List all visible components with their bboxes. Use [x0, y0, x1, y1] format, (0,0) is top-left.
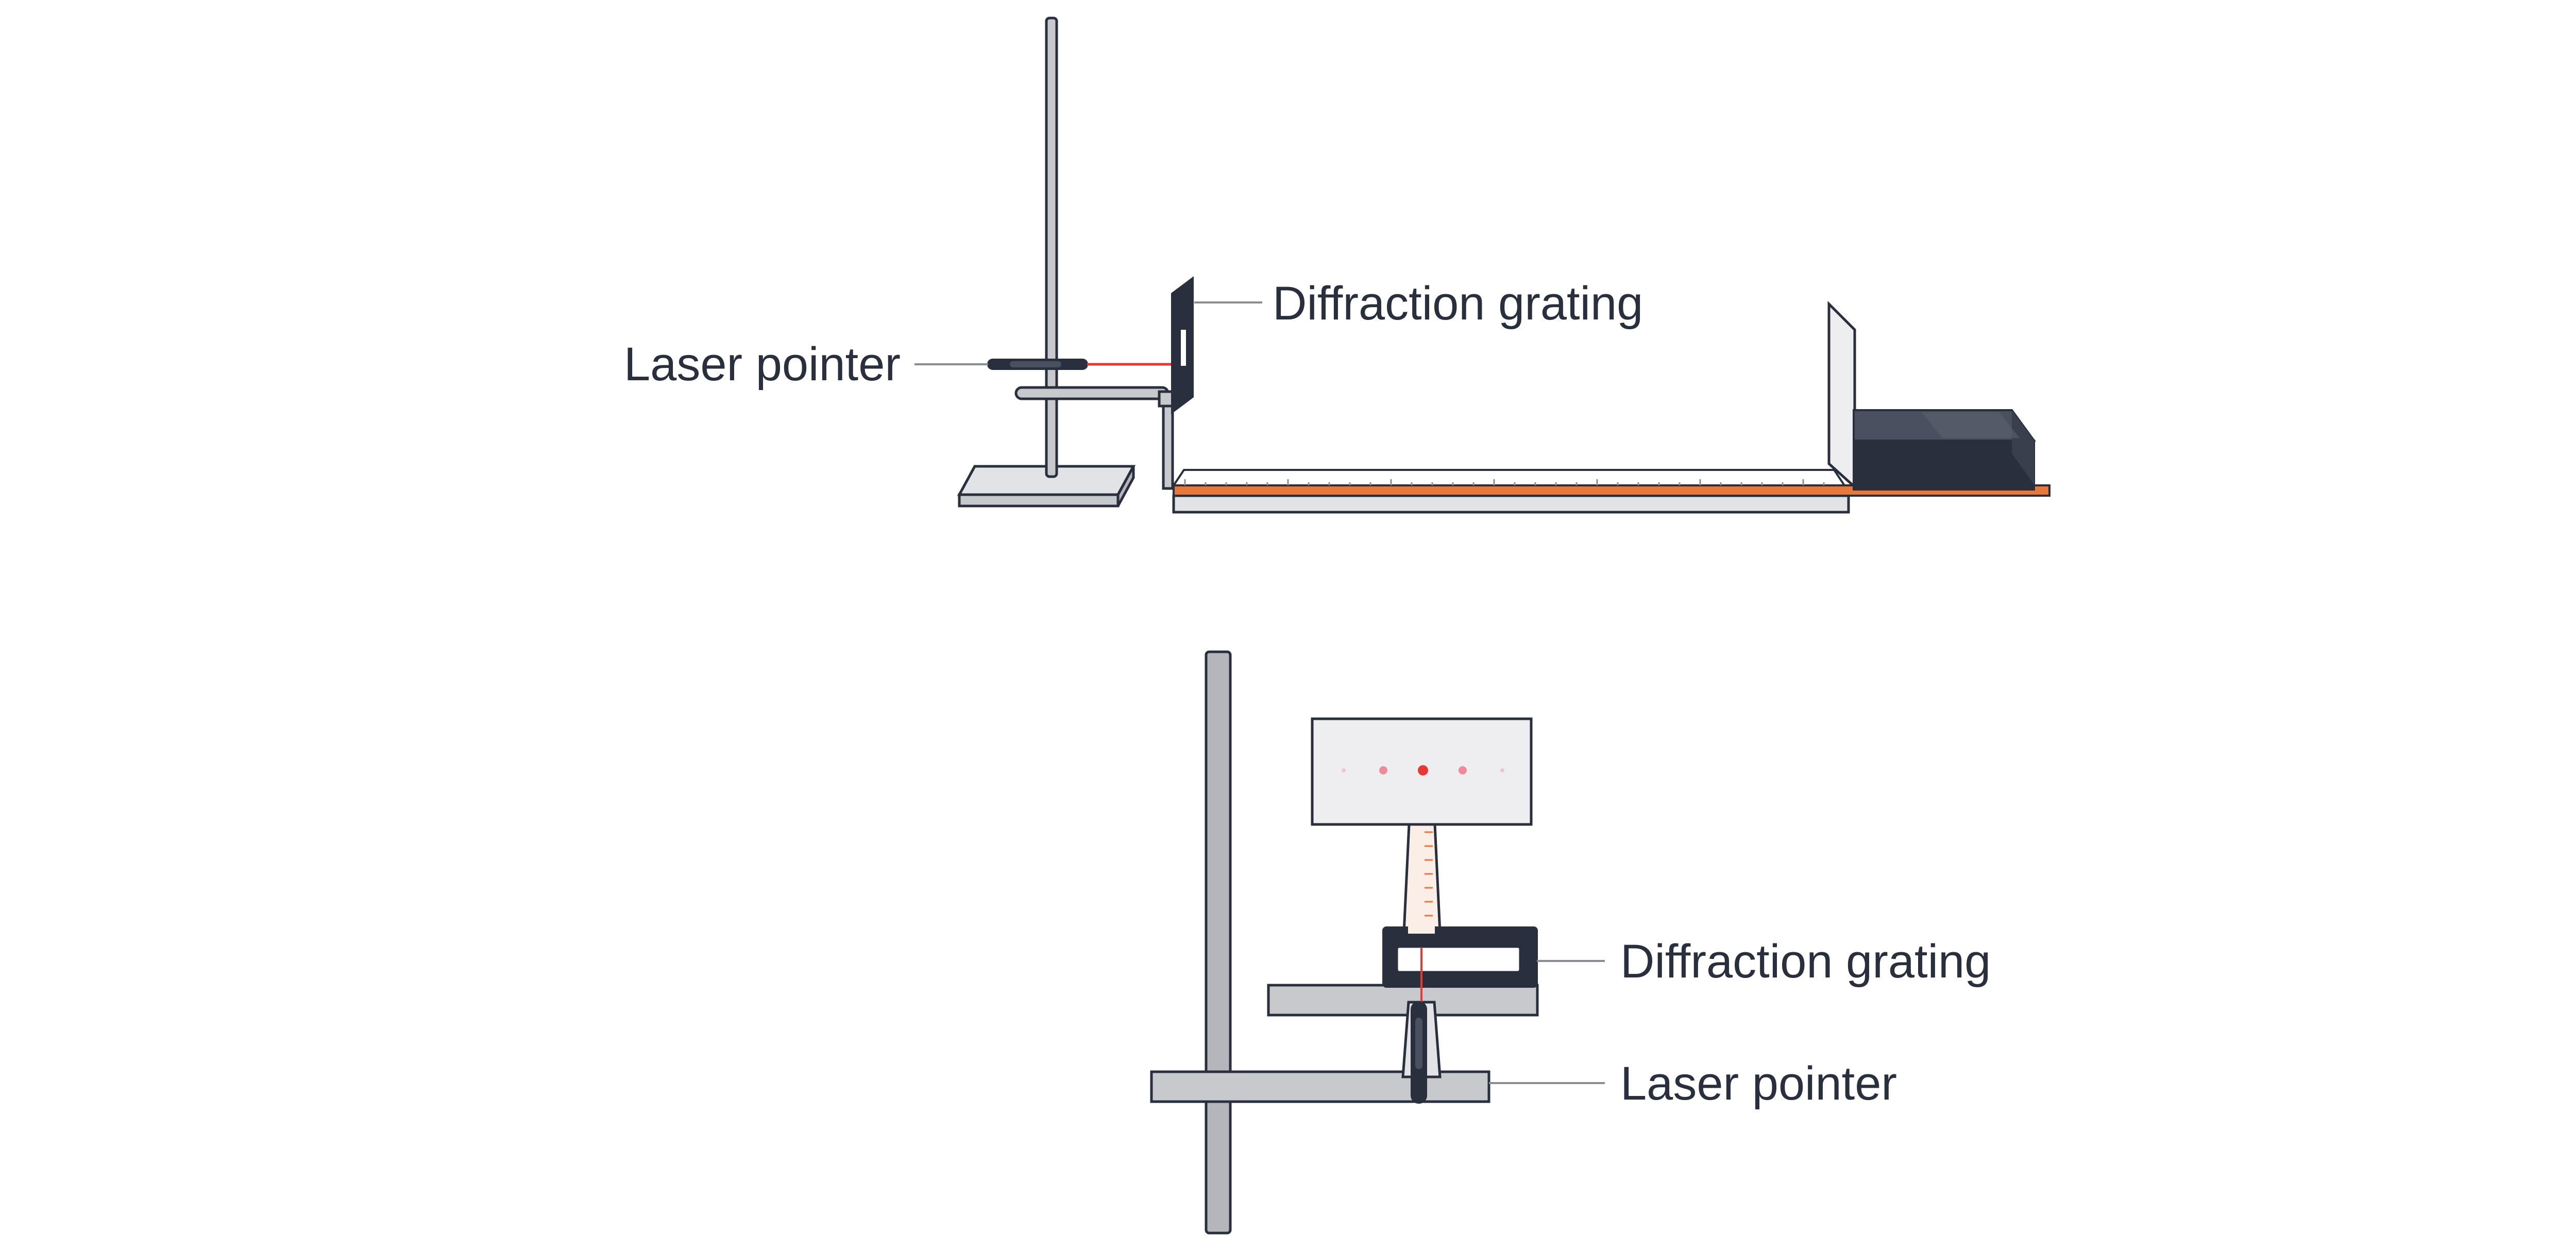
- label-laser-pointer: Laser pointer: [624, 338, 901, 391]
- meter-rule: [1172, 469, 2050, 514]
- top-stand-rod: [1205, 650, 1232, 1235]
- screen-block: [1853, 409, 2036, 491]
- top-ruler: [1402, 823, 1442, 934]
- top-label-diffraction-grating: Diffraction grating: [1620, 935, 1991, 988]
- spot-center: [1418, 765, 1428, 775]
- top-label-laser-pointer: Laser pointer: [1620, 1057, 1897, 1110]
- spot-right-1: [1459, 766, 1467, 774]
- spot-right-2: [1500, 768, 1504, 772]
- top-view: Diffraction grating Laser pointer: [1150, 650, 1991, 1235]
- stand-arm: [1014, 386, 1170, 400]
- top-upper-bar: [1267, 984, 1539, 1017]
- spot-left-2: [1342, 768, 1346, 772]
- top-diffraction-grating: [1382, 922, 1538, 988]
- grating-post: [1162, 404, 1174, 490]
- ruler-ticks: [1184, 479, 1825, 485]
- spot-left-1: [1379, 766, 1387, 774]
- screen: [1827, 300, 1856, 490]
- diffraction-grating: [1171, 276, 1194, 414]
- top-ruler-ticks: [1425, 831, 1433, 917]
- stand-rod: [1045, 16, 1058, 478]
- side-view: Laser pointer Diffraction grating: [624, 16, 2050, 514]
- stand-base: [957, 465, 1136, 508]
- label-diffraction-grating: Diffraction grating: [1273, 277, 1643, 330]
